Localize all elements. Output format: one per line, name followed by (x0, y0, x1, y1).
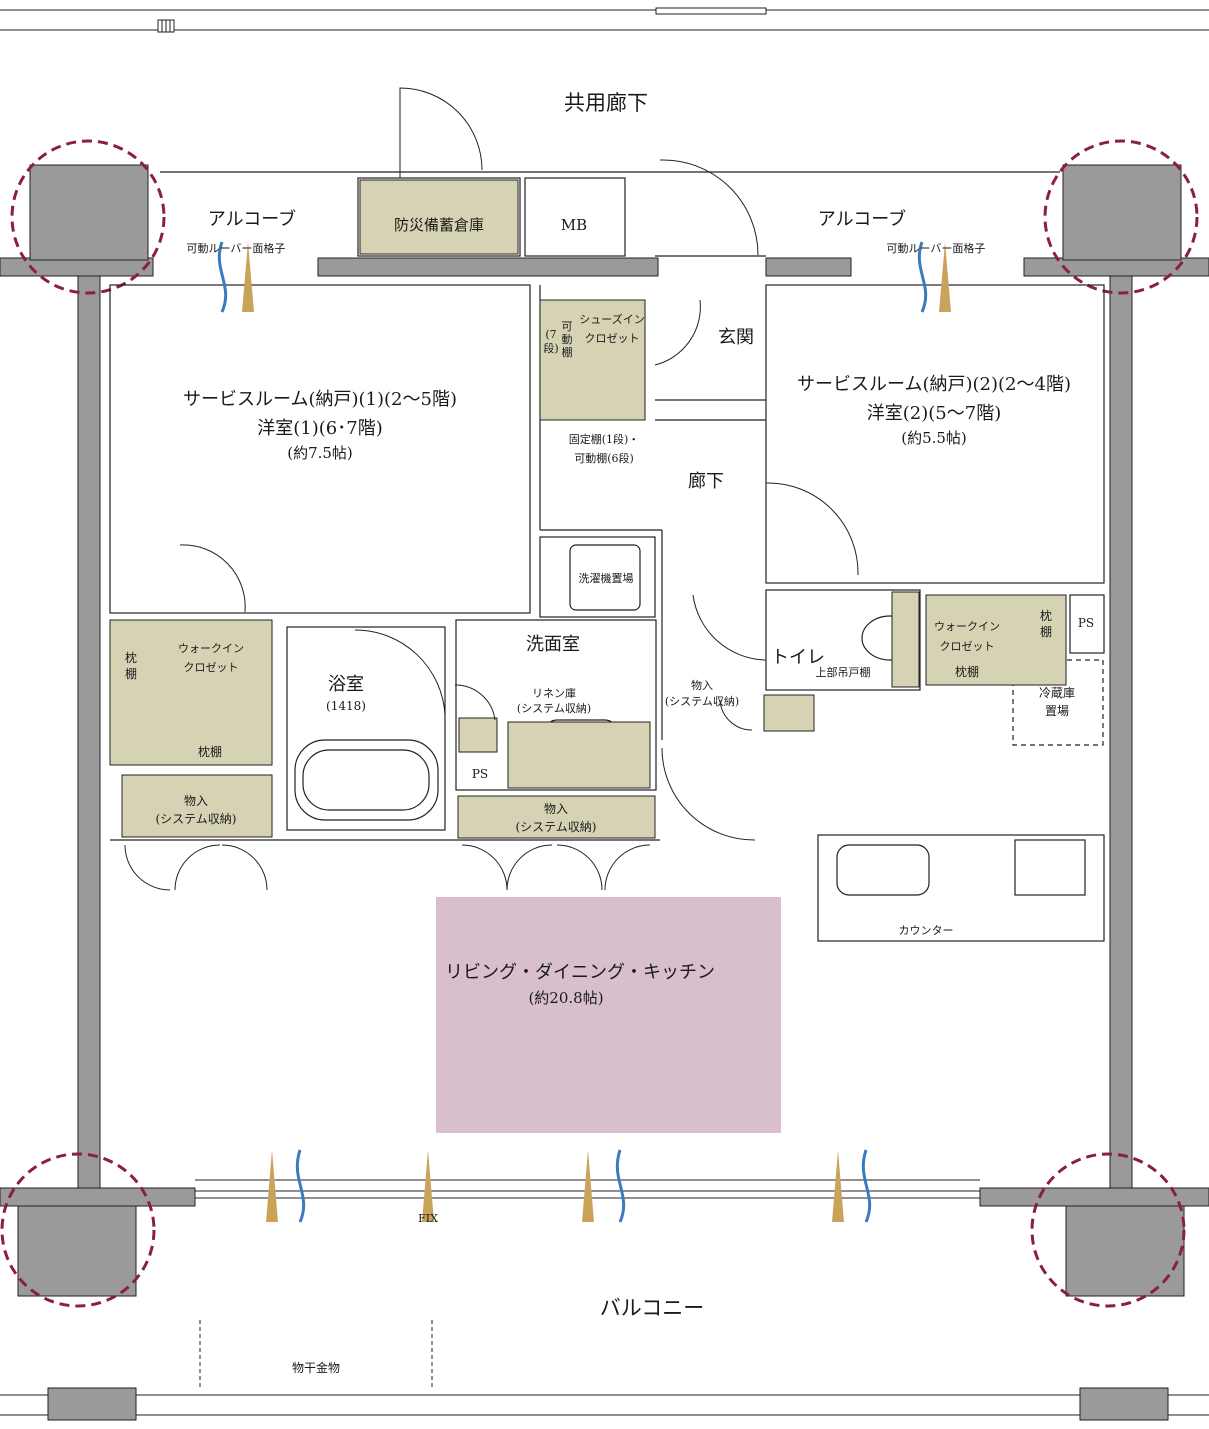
label-ps: PS (472, 767, 488, 781)
label-fridge-1: 冷蔵庫 (1039, 686, 1075, 700)
label-wic-right-1: ウォークイン (934, 620, 1000, 633)
label-entrance: 玄関 (718, 327, 754, 348)
label-disaster-store: 防災備蓄倉庫 (394, 216, 484, 234)
shoe-closet-box (539, 299, 646, 421)
label-fridge-2: 置場 (1045, 704, 1069, 718)
label-pillow-left-1: 枕 (125, 650, 137, 665)
linen-box (458, 717, 498, 753)
label-pillow-right-2: 棚 (1040, 624, 1052, 639)
label-fixed-shelf-2: 可動棚(6段) (574, 451, 634, 465)
label-movable-shelf-2: 動 (562, 332, 573, 346)
label-linen-2: (システム収納) (517, 702, 591, 715)
columns (17, 164, 1185, 1297)
label-toilet: トイレ (771, 647, 825, 668)
label-bath-size: (1418) (326, 699, 366, 713)
label-room2-line1: サービスルーム(納戸)(2)(2〜4階) (797, 374, 1071, 395)
label-movable-shelf-5: 段) (543, 341, 558, 355)
label-hallway: 廊下 (688, 471, 724, 492)
labels: 共用廊下 アルコーブ アルコーブ 可動ルーバー面格子 可動ルーバー面格子 防災備… (125, 91, 1094, 1375)
label-mb: MB (561, 216, 587, 234)
label-balcony: バルコニー (600, 1296, 705, 1320)
label-wic-right-2: クロゼット (940, 640, 995, 653)
label-room1-line2: 洋室(1)(6･7階) (257, 418, 382, 439)
label-shoe-closet-1: シューズイン (579, 312, 644, 326)
label-wic-left-2: クロゼット (184, 661, 239, 674)
storage-left-box (121, 774, 273, 838)
label-pillow-left-bottom: 枕棚 (198, 744, 222, 759)
label-linen-1: リネン庫 (532, 686, 576, 700)
label-ldk-area: (約20.8帖) (528, 989, 603, 1007)
column-top-left (29, 164, 149, 261)
label-shoe-closet-2: クロゼット (585, 332, 640, 345)
storage-mid-box (457, 795, 656, 839)
label-room2-line2: 洋室(2)(5〜7階) (867, 403, 1001, 424)
label-storage-left-2: (システム収納) (155, 812, 236, 826)
label-ps-right: PS (1078, 616, 1094, 630)
label-storage-hall-1: 物入 (691, 678, 713, 692)
label-louver-left: 可動ルーバー面格子 (187, 241, 286, 255)
label-storage-left-1: 物入 (184, 794, 208, 808)
label-ldk: リビング・ダイニング・キッチン (445, 962, 715, 983)
label-washroom: 洗面室 (526, 634, 580, 655)
label-alcove-left: アルコーブ (208, 208, 296, 230)
label-room2-area: (約5.5帖) (901, 429, 967, 447)
ldk-highlight (436, 897, 781, 1133)
label-pillow-right-bottom: 枕棚 (955, 664, 979, 679)
label-corridor: 共用廊下 (564, 91, 648, 115)
wash-counter-box (507, 721, 651, 789)
wic-left-box (109, 619, 273, 766)
storage-hall-box (763, 694, 815, 732)
label-fixed-shelf-1: 固定棚(1段)・ (569, 432, 640, 446)
corridor-band (0, 7, 1209, 33)
label-room1-area: (約7.5帖) (287, 444, 353, 462)
label-laundry: 洗濯機置場 (579, 571, 634, 585)
label-pillow-right-1: 枕 (1040, 608, 1052, 623)
column-top-right (1062, 164, 1182, 261)
label-laundry-pole: 物干金物 (292, 1360, 340, 1375)
outer-walls (0, 257, 1209, 1207)
label-pillow-left-2: 棚 (125, 666, 137, 681)
label-storage-mid-2: (システム収納) (515, 820, 596, 834)
column-bottom-left (17, 1205, 137, 1297)
toilet-cabinet-box (891, 591, 920, 688)
label-storage-hall-2: (システム収納) (665, 695, 739, 708)
column-rings (0, 139, 1199, 1308)
label-storage-mid-1: 物入 (544, 802, 568, 816)
column-bottom-right (1065, 1205, 1185, 1297)
label-room1-line1: サービスルーム(納戸)(1)(2〜5階) (183, 389, 457, 410)
label-movable-shelf-4: (7 (545, 328, 556, 341)
disaster-store-box (359, 179, 519, 255)
label-movable-shelf-3: 棚 (562, 345, 573, 359)
label-alcove-right: アルコーブ (818, 208, 906, 230)
window-arrows (217, 241, 951, 1223)
label-bath: 浴室 (328, 674, 364, 695)
label-louver-right: 可動ルーバー面格子 (887, 241, 986, 255)
label-fix: FIX (418, 1212, 438, 1225)
label-upper-cabinet: 上部吊戸棚 (816, 665, 871, 679)
label-movable-shelf-1: 可 (562, 320, 573, 333)
label-wic-left-1: ウォークイン (178, 642, 244, 655)
wic-right-box (925, 594, 1067, 686)
door-entrance-top-left (399, 87, 483, 178)
storage-areas (109, 179, 1067, 839)
label-counter: カウンター (899, 924, 954, 937)
doors (124, 87, 859, 891)
balcony-railing (0, 1320, 1209, 1421)
